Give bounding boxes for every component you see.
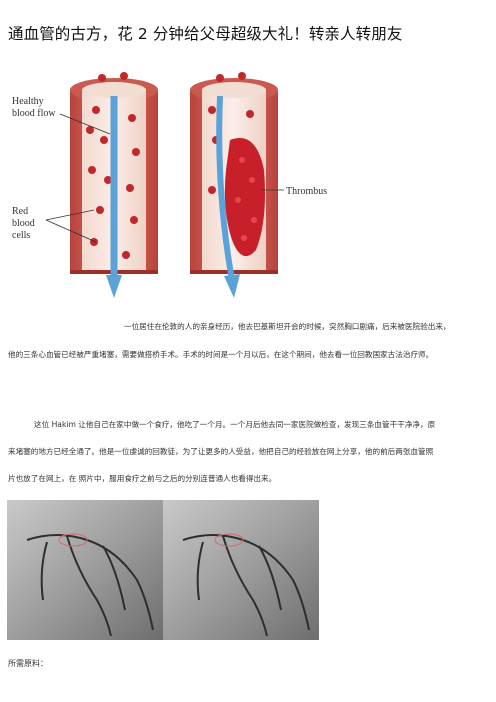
healthy-vessel (70, 72, 158, 298)
paragraph-2-line-2: 来堵塞的地方已经全通了。他是一位虔诚的回教徒，为了让更多的人受益，他把自己的经验… (8, 447, 434, 456)
blood-vessel-illustration: Healthy blood flow Red blood cells Throm… (12, 72, 327, 298)
article-title: 通血管的古方，花 2 分钟给父母超级大礼！转亲人转朋友 (8, 25, 403, 43)
label-rbc-3: cells (12, 230, 30, 241)
label-thrombus: Thrombus (286, 186, 327, 197)
thrombus-vessel (190, 72, 278, 298)
label-rbc-2: blood (12, 218, 35, 229)
paragraph-1-line-2: 他的三条心血管已经被严重堵塞，需要做搭桥手术。手术的时间是一个月以后，在这个期间… (8, 350, 434, 359)
angiogram-after (163, 500, 319, 640)
angiogram-before (7, 500, 163, 640)
label-rbc-1: Red (12, 206, 28, 217)
paragraph-2-line-3: 片也放了在网上，在 照片中，服用食疗之前与之后的分别连普通人也看得出来。 (8, 474, 277, 483)
paragraph-1-line-1: 一位居住在伦敦的人的亲身经历，他去巴基斯坦开会的时候，突然胸口剧痛，后来被医院验… (124, 322, 451, 331)
angiogram-images (7, 500, 319, 640)
paragraph-2-line-1: 这位 Hakim 让他自己在家中做一个食疗，他吃了一个月。一个月后他去同一家医院… (34, 420, 436, 429)
ingredients-heading: 所需原料： (8, 659, 48, 668)
label-healthy-2: blood flow (12, 108, 56, 119)
label-healthy-1: Healthy (12, 96, 44, 107)
